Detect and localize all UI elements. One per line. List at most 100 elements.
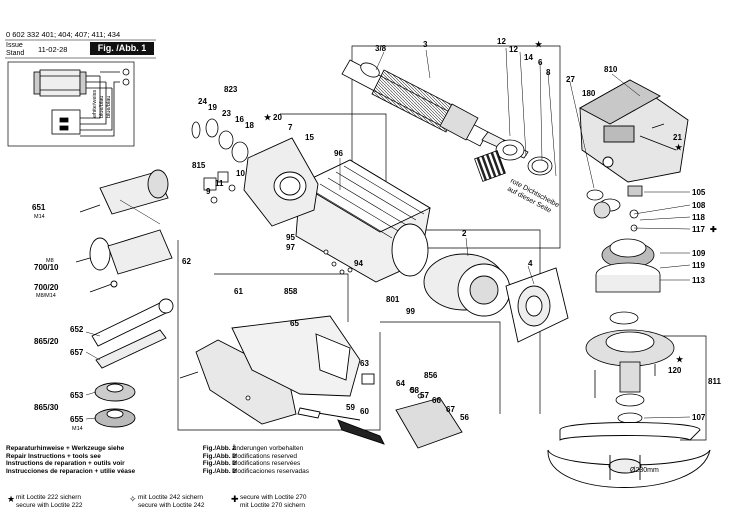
label-117-cross: ✚ — [710, 225, 717, 234]
label-815: 815 — [192, 161, 206, 170]
note-ref: Fig./Abb. 2 — [202, 445, 236, 452]
label-21: 21 — [673, 133, 682, 142]
gear-housing — [579, 79, 689, 183]
label-11: 11 — [215, 179, 224, 188]
spindle-flange — [585, 329, 675, 424]
label-865-30: 865/30 — [34, 403, 59, 412]
field-core — [423, 253, 511, 317]
label-113: 113 — [692, 276, 705, 285]
label-6: 6 — [538, 58, 543, 67]
label-60: 60 — [360, 407, 369, 416]
label-59: 59 — [346, 403, 355, 412]
figure-label: Fig. /Abb. 1 — [90, 42, 154, 55]
reserved-line: Modifications reserved — [232, 452, 298, 460]
aux-handle-700-10 — [75, 229, 173, 275]
label-811: 811 — [708, 377, 721, 386]
loctite-222: ★ mit Loctite 222 sichern secure with Lo… — [7, 494, 82, 510]
label-651: 651 — [32, 203, 46, 212]
note-text: Repair Instructions + tools see — [6, 452, 101, 460]
gear-small-parts — [586, 185, 643, 232]
label-823: 823 — [224, 85, 238, 94]
label-120: 120 — [668, 366, 682, 375]
label-15: 15 — [305, 133, 314, 142]
label-star-21: ★ — [675, 143, 683, 152]
reserved-line: Modificaciones reservadas — [232, 467, 309, 475]
label-63: 63 — [360, 359, 369, 368]
note-ref: Fig./Abb. 2 — [202, 452, 236, 460]
label-3: 3 — [423, 40, 428, 49]
label-9: 9 — [206, 187, 211, 196]
label-23: 23 — [222, 109, 231, 118]
label-24: 24 — [198, 97, 207, 106]
issue-date: 11-02-28 — [38, 45, 68, 54]
wheel-guard — [547, 422, 711, 488]
armature — [341, 59, 529, 159]
note-row: Reparaturhinweise + Werkzeuge siehe Fig./… — [6, 445, 236, 453]
label-56: 56 — [460, 413, 469, 422]
diameter-note: Ø230mm — [630, 467, 659, 474]
label-star-20: ★ — [264, 113, 272, 122]
label-109: 109 — [692, 249, 706, 258]
part-numbers: 0 602 332 401; 404; 407; 411; 434 — [6, 30, 121, 39]
note-row: Instructions de reparation + outils voir… — [6, 460, 236, 468]
loctite-line: secure with Loctite 242 — [138, 502, 205, 509]
end-shield — [243, 137, 319, 227]
bearing-flange — [505, 267, 569, 343]
label-180: 180 — [582, 89, 596, 98]
label-118: 118 — [692, 213, 705, 222]
label-655: 655 — [70, 415, 84, 424]
stator-housing — [295, 159, 431, 283]
label-858: 858 — [284, 287, 298, 296]
label-m14-b: M14 — [72, 426, 83, 432]
label-107: 107 — [692, 413, 706, 422]
label-67: 67 — [446, 405, 455, 414]
label-star-1: ★ — [535, 40, 543, 49]
label-94: 94 — [354, 259, 363, 268]
label-2: 2 — [462, 229, 467, 238]
note-ref: Fig./Abb. 2 — [202, 467, 236, 475]
switch-assembly — [297, 373, 463, 449]
aux-handle-651 — [79, 169, 169, 215]
outline-star-icon: ✧ — [129, 494, 137, 504]
loctite-242: ✧ mit Loctite 242 sichern secure with Lo… — [129, 494, 205, 510]
bevel-gear-stack — [595, 238, 661, 325]
note-text: Instructions de reparation + outils voir — [6, 460, 125, 468]
label-7: 7 — [288, 123, 293, 132]
reserved-line: Änderungen vorbehalten — [232, 445, 304, 452]
label-3-8: 3/8 — [375, 44, 387, 53]
label-700-20: 700/20 — [34, 283, 59, 292]
label-58: 58 — [410, 386, 419, 395]
label-20: 20 — [273, 113, 282, 122]
flange-nuts — [94, 382, 136, 428]
stand-label: Stand — [6, 50, 25, 57]
label-m14: M14 — [34, 214, 45, 220]
label-119: 119 — [692, 261, 705, 270]
label-16: 16 — [235, 115, 244, 124]
label-27: 27 — [566, 75, 575, 84]
callout-labels: 3/8 3 12 12 ★ 14 6 8 27 810 180 823 24 1… — [32, 37, 721, 432]
loctite-line: secure with Loctite 270 — [240, 494, 307, 501]
issue-label: Issue — [6, 42, 23, 49]
label-12b: 12 — [509, 45, 518, 54]
screws — [245, 123, 665, 401]
label-117: 117 — [692, 225, 705, 234]
label-105: 105 — [692, 188, 706, 197]
label-8: 8 — [546, 68, 551, 77]
label-64: 64 — [396, 379, 405, 388]
label-66: 66 — [432, 396, 441, 405]
note-text: Reparaturhinweise + Werkzeuge siehe — [6, 445, 125, 452]
label-652: 652 — [70, 325, 84, 334]
label-star-120: ★ — [676, 355, 684, 364]
brush-parts — [191, 118, 249, 204]
star-icon: ★ — [7, 494, 16, 504]
label-4: 4 — [528, 259, 533, 268]
label-653: 653 — [70, 391, 84, 400]
screw-700-20 — [89, 280, 118, 293]
label-108: 108 — [692, 201, 706, 210]
loctite-line: mit Loctite 242 sichern — [138, 494, 204, 501]
reserved-line: Modifications reservées — [232, 460, 301, 468]
bearing-group — [474, 139, 553, 182]
wire-label-blue: blue/blau — [99, 96, 105, 118]
